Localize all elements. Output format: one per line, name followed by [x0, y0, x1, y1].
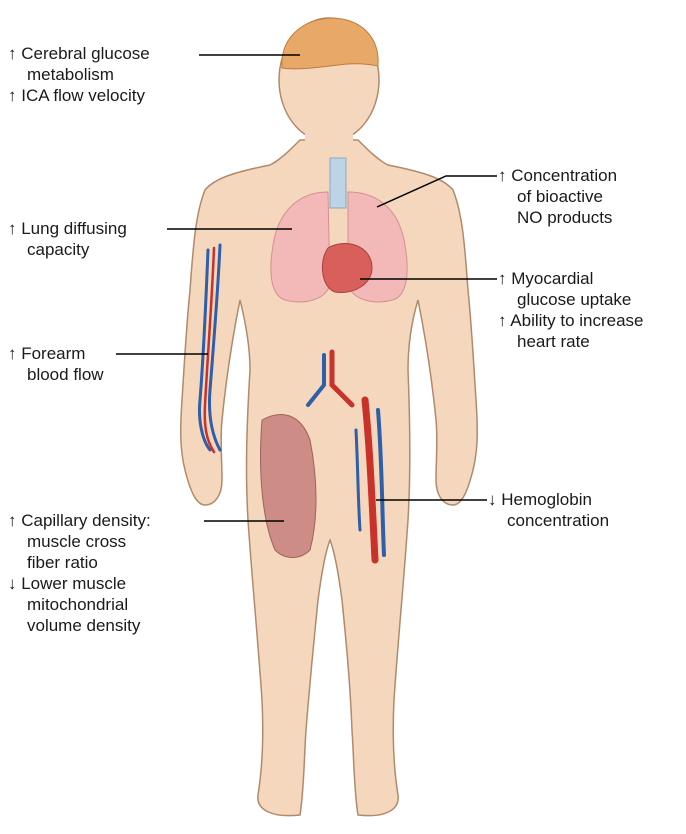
- annotation-heart: ↑ Myocardial glucose uptake ↑ Ability to…: [498, 268, 644, 352]
- brain-shape: [282, 18, 378, 69]
- body-silhouette: [181, 18, 477, 816]
- trachea-shape: [330, 158, 346, 208]
- annotation-lung: ↑ Lung diffusing capacity: [8, 218, 127, 260]
- annotation-forearm: ↑ Forearm blood flow: [8, 343, 104, 385]
- annotation-muscle: ↑ Capillary density: muscle cross fiber …: [8, 510, 151, 636]
- annotation-hemoglobin: ↓ Hemoglobin concentration: [488, 489, 609, 531]
- annotation-brain: ↑ Cerebral glucose metabolism ↑ ICA flow…: [8, 43, 150, 106]
- annotation-no-products: ↑ Concentration of bioactive NO products: [498, 165, 617, 228]
